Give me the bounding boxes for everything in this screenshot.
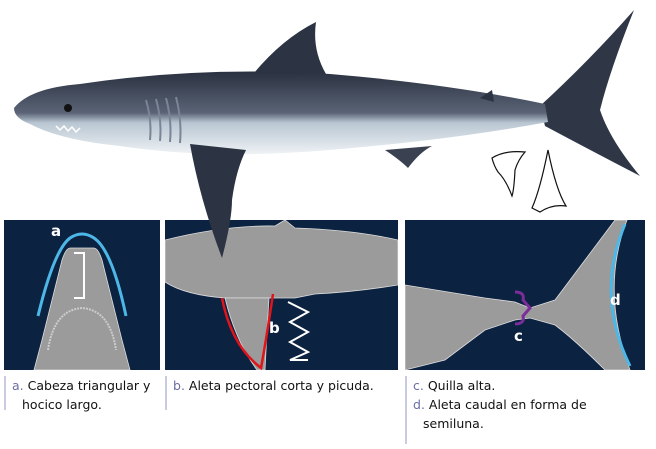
caudal-fin bbox=[540, 10, 640, 176]
head-detail-panel: a bbox=[4, 220, 160, 370]
keel-purple-bracket bbox=[514, 290, 532, 326]
mouth-teeth bbox=[47, 306, 117, 351]
tail-blue-outline bbox=[609, 223, 632, 367]
shark-mouth-teeth bbox=[55, 124, 81, 134]
caption-text: Cabeza triangular y hocico largo. bbox=[22, 378, 151, 412]
pectoral-fin bbox=[224, 297, 270, 370]
caption-cd: c. Quilla alta. d. Aleta caudal en forma… bbox=[405, 376, 648, 444]
dorsal-fin bbox=[250, 22, 326, 78]
shark-body bbox=[14, 71, 548, 155]
tooth-sketches bbox=[491, 149, 568, 213]
gill-slits bbox=[145, 96, 182, 144]
teeth-zigzag bbox=[287, 301, 311, 361]
head-blue-outline bbox=[36, 232, 128, 317]
snout-length-bracket bbox=[74, 252, 85, 299]
shark-eye bbox=[64, 104, 72, 112]
mako-shark-illustration bbox=[14, 10, 640, 258]
label-c: c bbox=[514, 327, 523, 345]
label-d: d bbox=[610, 291, 621, 309]
caption-letter: c. bbox=[413, 378, 424, 393]
caption-letter: d. bbox=[413, 397, 425, 412]
pectoral-fin bbox=[190, 144, 246, 258]
tail-detail-panel: c d bbox=[405, 220, 645, 370]
label-b: b bbox=[269, 319, 280, 337]
caption-letter: b. bbox=[173, 378, 185, 393]
caption-a: a. Cabeza triangular y hocico largo. bbox=[4, 376, 162, 412]
label-a: a bbox=[51, 222, 61, 240]
caption-text: Quilla alta. bbox=[427, 378, 496, 393]
caption-text: Aleta pectoral corta y picuda. bbox=[188, 378, 374, 393]
caption-letter: a. bbox=[12, 378, 24, 393]
fin-red-outline bbox=[220, 293, 275, 370]
second-dorsal-fin bbox=[480, 90, 494, 102]
caption-text: Aleta caudal en forma de semiluna. bbox=[423, 397, 587, 431]
pelvic-fin bbox=[385, 146, 432, 168]
caudal-peduncle bbox=[405, 220, 631, 370]
caption-b: b. Aleta pectoral corta y picuda. bbox=[165, 376, 403, 410]
